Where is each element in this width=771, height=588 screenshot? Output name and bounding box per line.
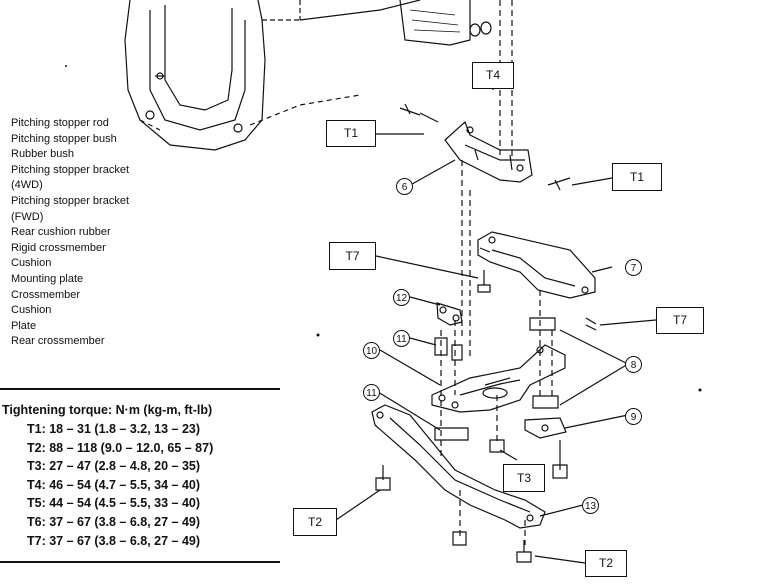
torque-table: Tightening torque: N·m (kg-m, ft-lb) T1:…	[0, 388, 280, 564]
torque-callout-t1: T1	[612, 163, 662, 191]
legend-item: (FWD)	[11, 210, 44, 223]
legend-item: Mounting plate	[11, 272, 84, 285]
torque-row: T5: 44 – 54 (4.5 – 5.5, 33 – 40)	[27, 496, 201, 511]
crossmember	[431, 344, 566, 413]
part-number-13: 13	[582, 497, 599, 514]
pitching-stopper-rod	[436, 302, 463, 326]
legend-item: Rubber bush	[11, 148, 74, 161]
torque-callout-t3: T3	[503, 464, 545, 492]
legend-item: Pitching stopper rod	[11, 117, 109, 129]
legend-item: Rear cushion rubber	[11, 226, 111, 239]
torque-callout-t7: T7	[656, 307, 704, 334]
part-number-11: 11	[393, 330, 410, 347]
rigid-crossmember	[477, 231, 596, 299]
part-number-9: 9	[625, 408, 642, 425]
torque-row: T4: 46 – 54 (4.7 – 5.5, 34 – 40)	[27, 477, 201, 492]
part-number-8: 8	[625, 356, 642, 373]
torque-row: T1: 18 – 31 (1.8 – 3.2, 13 – 23)	[27, 422, 201, 436]
legend-item: Pitching stopper bracket	[11, 194, 130, 207]
parts-legend: Pitching stopper rod Pitching stopper bu…	[11, 116, 129, 350]
torque-row: T3: 27 – 47 (2.8 – 4.8, 20 – 35)	[27, 459, 201, 474]
torque-title: Tightening torque: N·m (kg-m, ft-lb)	[2, 403, 213, 417]
legend-item: Rigid crossmember	[11, 241, 106, 254]
legend-item: Cushion	[11, 304, 52, 317]
legend-item: Cushion	[11, 257, 52, 270]
part-number-6: 6	[396, 178, 413, 195]
torque-callout-t2: T2	[585, 550, 627, 577]
torque-row: T7: 37 – 67 (3.8 – 6.8, 27 – 49)	[27, 533, 201, 548]
torque-callout-t4: T4	[472, 62, 514, 89]
legend-item: Rear crossmember	[11, 335, 105, 348]
legend-item: Pitching stopper bracket	[11, 163, 130, 176]
torque-row: T2: 88 – 118 (9.0 – 12.0, 65 – 87)	[27, 440, 214, 455]
legend-item: Plate	[11, 319, 37, 332]
torque-callout-t7: T7	[329, 242, 376, 270]
legend-item: (4WD)	[11, 179, 43, 192]
torque-callout-t1: T1	[326, 120, 376, 147]
rear-crossmember	[371, 404, 546, 529]
part-number-12: 12	[393, 289, 410, 306]
torque-row: T6: 37 – 67 (3.8 – 6.8, 27 – 49)	[27, 514, 201, 529]
torque-callout-t2: T2	[293, 508, 337, 536]
legend-item: Crossmember	[11, 288, 81, 301]
pitching-stopper-bracket	[444, 120, 533, 183]
part-number-11: 11	[363, 384, 380, 401]
part-number-7: 7	[625, 259, 642, 276]
part-number-10: 10	[363, 342, 380, 359]
legend-item: Pitching stopper bush	[11, 132, 117, 145]
transmission-housing	[124, 0, 266, 151]
